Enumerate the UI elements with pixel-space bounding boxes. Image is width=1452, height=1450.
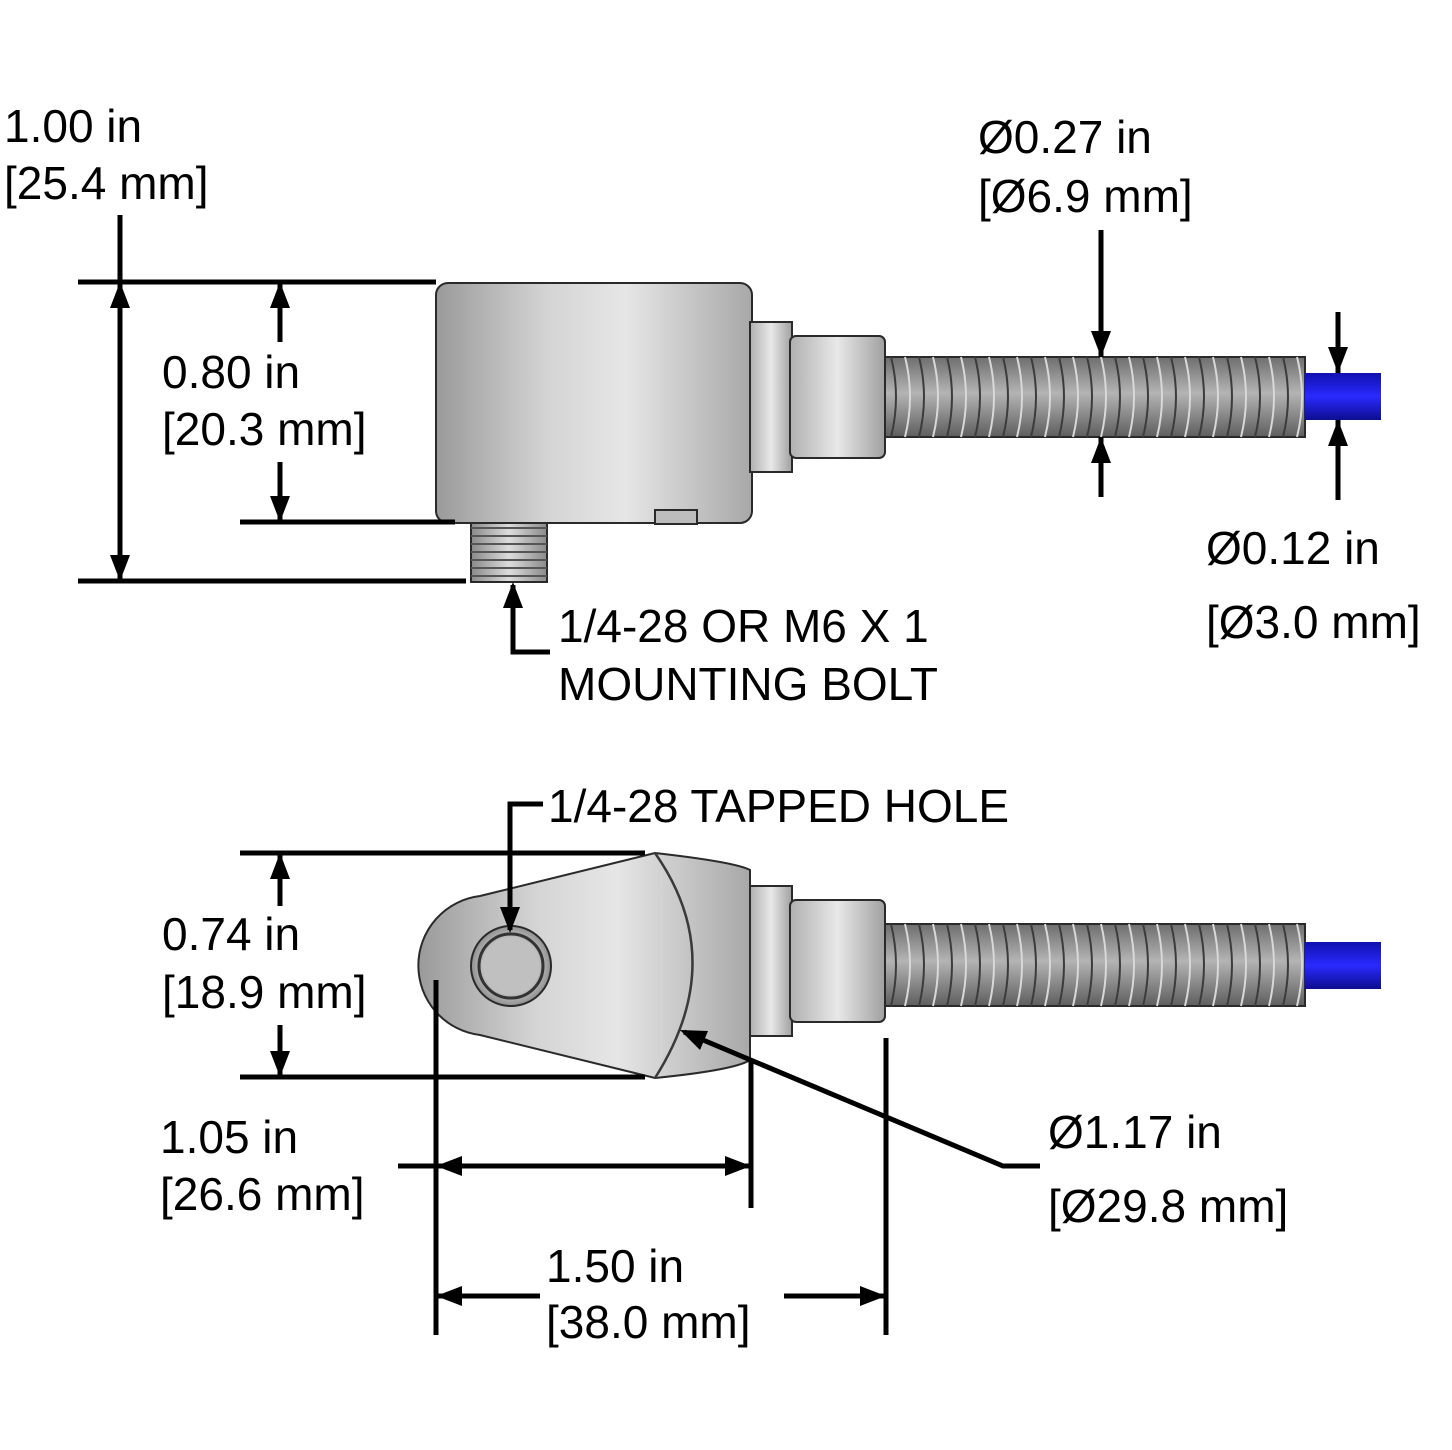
tapped-hole: [470, 925, 552, 1007]
body-length-mm: [26.6 mm]: [160, 1168, 365, 1220]
connector-neck-top: [749, 885, 793, 1037]
dimension-lines: [78, 215, 1348, 1335]
cable: [1305, 373, 1381, 420]
height-body-mm: [20.3 mm]: [162, 403, 367, 455]
height-overall-inch: 1.00 in: [4, 100, 142, 152]
overall-length-inch: 1.50 in: [546, 1240, 684, 1292]
swing-diameter-inch: Ø1.17 in: [1048, 1106, 1222, 1158]
cable-diameter-inch: Ø0.12 in: [1206, 522, 1380, 574]
swing-diameter-mm: [Ø29.8 mm]: [1048, 1180, 1288, 1232]
dimension-labels: 1.00 in [25.4 mm] 0.80 in [20.3 mm] Ø0.2…: [4, 100, 1421, 1348]
height-overall-mm: [25.4 mm]: [4, 157, 209, 209]
overall-length-mm: [38.0 mm]: [546, 1296, 751, 1348]
mounting-bolt-line1: 1/4-28 OR M6 X 1: [558, 600, 929, 652]
width-mm: [18.9 mm]: [162, 966, 367, 1018]
armor-jacket: [884, 356, 1306, 438]
connector-collar-top: [789, 899, 886, 1023]
tapped-hole-label: 1/4-28 TAPPED HOLE: [548, 780, 1009, 832]
side-view: [435, 282, 1381, 583]
connector-neck: [749, 321, 793, 473]
cable-top: [1305, 942, 1381, 989]
height-body-inch: 0.80 in: [162, 346, 300, 398]
armor-jacket-top: [884, 923, 1306, 1007]
armor-diameter-inch: Ø0.27 in: [978, 111, 1152, 163]
mounting-bolt-line2: MOUNTING BOLT: [558, 658, 938, 710]
width-inch: 0.74 in: [162, 908, 300, 960]
mounting-bolt-stud: [470, 519, 548, 583]
cable-diameter-mm: [Ø3.0 mm]: [1206, 596, 1421, 648]
top-view: [417, 851, 1381, 1080]
connector-collar: [789, 335, 886, 459]
armor-diameter-mm: [Ø6.9 mm]: [978, 170, 1193, 222]
body-length-inch: 1.05 in: [160, 1111, 298, 1163]
sensor-housing: [435, 282, 753, 524]
